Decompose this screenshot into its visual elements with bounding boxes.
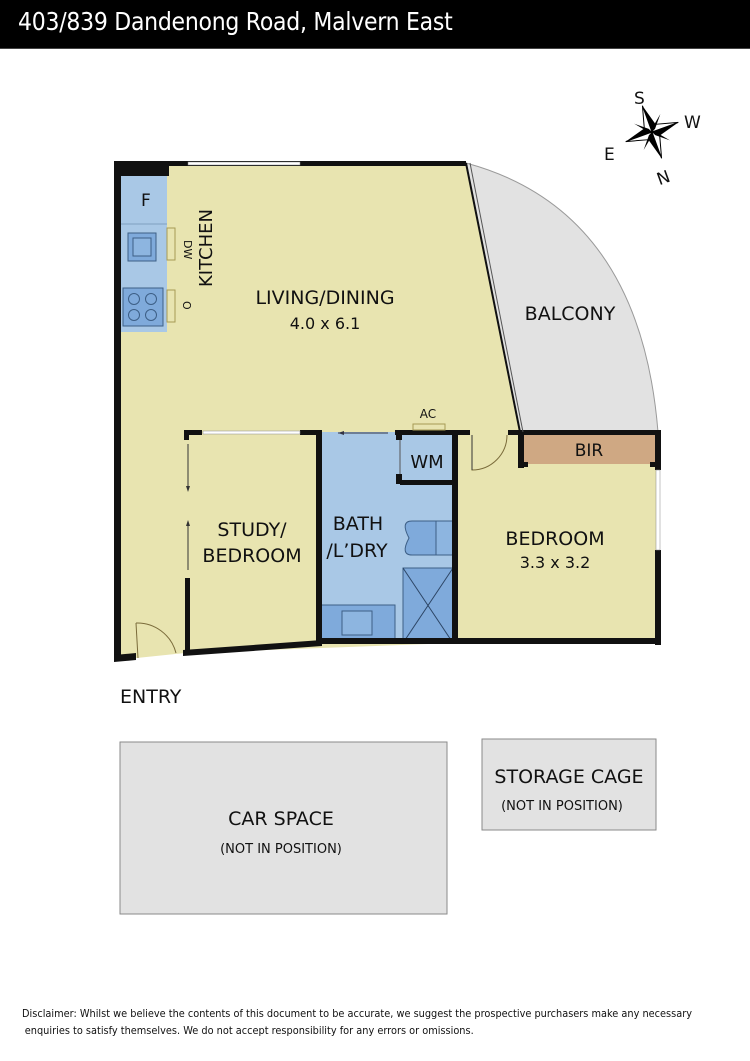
compass-south-label: S [634, 89, 645, 109]
title-bar: 403/839 Dandenong Road, Malvern East [0, 0, 750, 49]
bath-label-line2: /L’DRY [326, 540, 388, 562]
balcony-sliding-door [465, 162, 521, 433]
balcony-area [465, 162, 659, 433]
walls [114, 161, 661, 662]
living-label: LIVING/DINING [255, 287, 394, 309]
bedroom-label: BEDROOM [505, 528, 604, 550]
bedroom-dims: 3.3 x 3.2 [520, 553, 591, 572]
disclaimer-line2: enquiries to satisfy themselves. We do n… [24, 1025, 474, 1037]
bir-label: BIR [575, 441, 604, 461]
compass-rose-icon [625, 105, 679, 159]
balcony-label: BALCONY [525, 303, 616, 325]
car-space-label: CAR SPACE [228, 808, 334, 830]
compass-east-label: E [604, 145, 615, 165]
window-bedroom [655, 469, 661, 551]
cooktop-icon [122, 287, 164, 327]
living-area [117, 163, 658, 660]
window-top [187, 161, 301, 166]
toilet-icon [404, 520, 437, 556]
page-title: 403/839 Dandenong Road, Malvern East [18, 7, 453, 36]
storage-cage-box [481, 738, 657, 831]
washing-machine-area [400, 432, 455, 482]
living-dims: 4.0 x 6.1 [290, 314, 361, 333]
fridge-label: F [141, 191, 151, 211]
compass-west-label: W [684, 113, 701, 133]
dishwasher-outline [166, 227, 176, 261]
built-in-robe [522, 434, 656, 464]
entry-label: ENTRY [120, 686, 182, 708]
washing-machine-label: WM [410, 452, 443, 473]
entry-door [135, 622, 177, 659]
ac-label: AC [420, 407, 436, 421]
oven-outline [166, 289, 176, 323]
window-study [202, 430, 301, 435]
oven-label: O [180, 301, 193, 310]
compass-north-label: N [654, 167, 673, 190]
car-space-box [119, 741, 448, 915]
bedroom-door [471, 434, 508, 471]
car-space-note: (NOT IN POSITION) [220, 842, 342, 857]
dishwasher-label: DW [181, 240, 194, 259]
disclaimer: Disclaimer: Whilst we believe the conten… [22, 1006, 692, 1040]
study-label-line1: STUDY/ [217, 519, 287, 541]
ac-unit [412, 423, 446, 431]
disclaimer-line1: Disclaimer: Whilst we believe the conten… [22, 1008, 692, 1020]
kitchen-label: KITCHEN [196, 209, 217, 287]
storage-cage-label: STORAGE CAGE [494, 766, 643, 788]
study-label-line2: BEDROOM [202, 545, 301, 567]
storage-cage-note: (NOT IN POSITION) [501, 799, 623, 814]
bath-label-line1: BATH [333, 513, 383, 535]
